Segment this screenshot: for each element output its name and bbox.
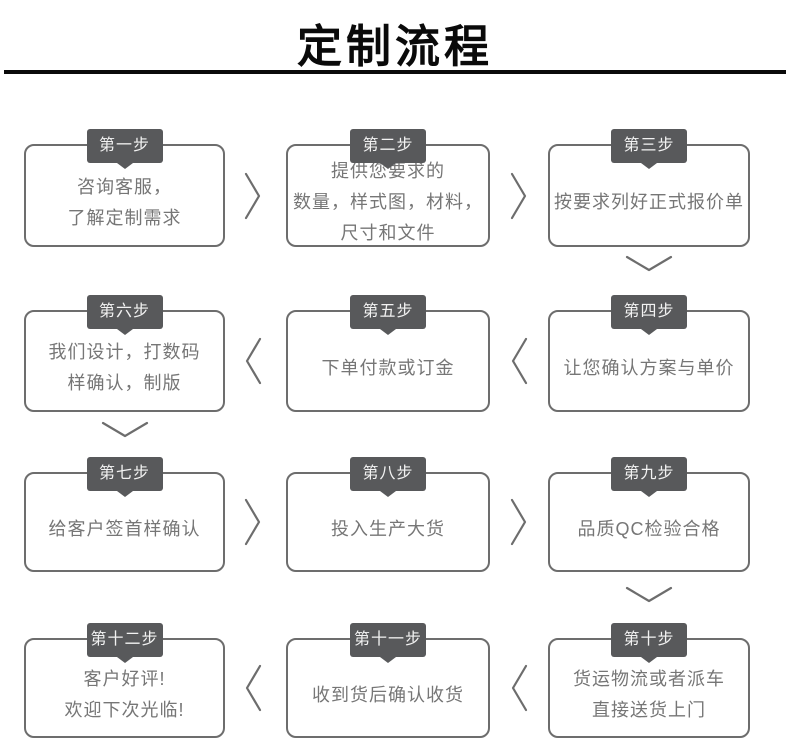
step-tab: 第二步 (350, 129, 426, 169)
step-line: 让您确认方案与单价 (563, 357, 735, 378)
step-card-7: 第七步 给客户签首样确认 (24, 457, 225, 572)
step-text: 我们设计，打数码 样确认，制版 (26, 312, 223, 410)
step-line: 客户好评! (83, 669, 166, 689)
left-arrow-icon (511, 664, 528, 712)
step-text: 投入生产大货 (288, 474, 488, 570)
step-text: 下单付款或订金 (288, 312, 488, 410)
page-title: 定制流程 (296, 21, 493, 72)
right-arrow-icon (510, 172, 527, 220)
step-tab: 第八步 (350, 457, 426, 497)
step-text: 咨询客服， 了解定制需求 (26, 146, 223, 245)
step-text: 按要求列好正式报价单 (550, 146, 748, 245)
step-line: 货运物流或者派车 (573, 669, 725, 689)
down-arrow-icon (101, 421, 149, 438)
left-arrow-icon (245, 664, 262, 712)
step-line: 品质QC检验合格 (577, 518, 721, 539)
step-tab: 第六步 (86, 295, 163, 335)
step-line: 下单付款或订金 (321, 357, 455, 378)
step-card-9: 第九步 品质QC检验合格 (548, 457, 750, 572)
step-line: 咨询客服， (77, 176, 172, 197)
step-tab: 第七步 (86, 457, 163, 497)
step-card-12: 第十二步 客户好评! 欢迎下次光临! (24, 623, 225, 738)
step-line: 数量，样式图，材料， (293, 192, 483, 212)
step-text: 提供您要求的 数量，样式图，材料， 尺寸和文件 (288, 146, 488, 245)
step-line: 了解定制需求 (67, 207, 182, 228)
step-line: 直接送货上门 (592, 700, 706, 720)
step-text: 品质QC检验合格 (550, 474, 748, 570)
step-line: 欢迎下次光临! (64, 700, 185, 720)
right-arrow-icon (510, 498, 527, 546)
step-line: 投入生产大货 (331, 518, 445, 539)
step-text: 货运物流或者派车 直接送货上门 (550, 640, 748, 736)
step-card-4: 第四步 让您确认方案与单价 (548, 295, 750, 412)
step-card-1: 第一步 咨询客服， 了解定制需求 (24, 129, 225, 247)
left-arrow-icon (511, 337, 528, 385)
step-tab: 第十一步 (350, 623, 426, 663)
step-card-8: 第八步 投入生产大货 (286, 457, 490, 572)
step-card-11: 第十一步 收到货后确认收货 (286, 623, 490, 738)
left-arrow-icon (245, 337, 262, 385)
down-arrow-icon (625, 586, 673, 603)
step-line: 尺寸和文件 (340, 223, 436, 243)
step-text: 客户好评! 欢迎下次光临! (26, 640, 223, 736)
step-line: 提供您要求的 (331, 161, 445, 181)
step-tab: 第九步 (611, 457, 687, 497)
step-tab: 第五步 (350, 295, 426, 335)
step-tab: 第三步 (611, 129, 687, 169)
step-line: 给客户签首样确认 (48, 518, 201, 539)
step-tab: 第四步 (611, 295, 687, 335)
step-card-3: 第三步 按要求列好正式报价单 (548, 129, 750, 247)
step-text: 让您确认方案与单价 (550, 312, 748, 410)
step-tab: 第十步 (611, 623, 687, 663)
right-arrow-icon (244, 498, 261, 546)
step-card-5: 第五步 下单付款或订金 (286, 295, 490, 412)
right-arrow-icon (244, 172, 261, 220)
step-card-6: 第六步 我们设计，打数码 样确认，制版 (24, 295, 225, 412)
step-text: 收到货后确认收货 (288, 640, 488, 736)
step-line: 样确认，制版 (67, 373, 182, 393)
step-line: 按要求列好正式报价单 (554, 192, 744, 212)
step-card-2: 第二步 提供您要求的 数量，样式图，材料， 尺寸和文件 (286, 129, 490, 247)
step-text: 给客户签首样确认 (26, 474, 223, 570)
step-tab: 第十二步 (86, 623, 163, 663)
down-arrow-icon (625, 255, 673, 272)
step-tab: 第一步 (86, 129, 163, 169)
step-line: 我们设计，打数码 (48, 342, 201, 362)
step-card-10: 第十步 货运物流或者派车 直接送货上门 (548, 623, 750, 738)
step-line: 收到货后确认收货 (312, 684, 464, 705)
title-divider (4, 70, 786, 74)
